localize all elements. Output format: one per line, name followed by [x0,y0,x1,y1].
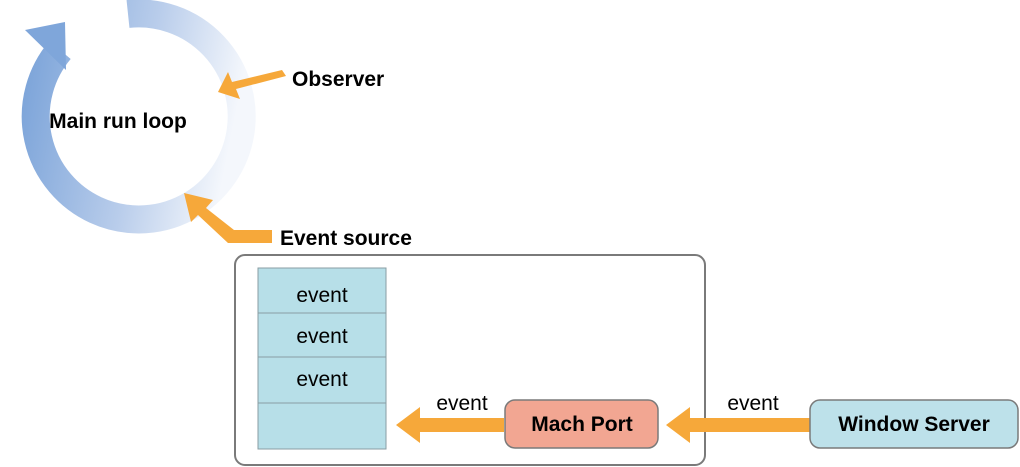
queue-slot [257,267,387,314]
run-loop-arrowhead-icon [25,22,66,70]
queue-item: event [296,368,348,391]
queue-slot [257,356,387,404]
event-source-arrow-icon [184,193,272,243]
window-server-box [809,399,1019,449]
port-to-queue-label: event [436,392,488,415]
server-to-port-label: event [727,392,779,415]
mach-port-label: Mach Port [531,413,633,436]
queue-slot [257,312,387,358]
run-loop-ring-arc [21,0,256,234]
queue-item: event [296,325,348,348]
run-loop-label: Main run loop [49,110,187,133]
mach-port-box [504,399,659,449]
port-to-queue-arrow-icon [396,407,504,443]
event-source-label: Event source [280,227,412,250]
event-queue: event event event [257,267,387,450]
queue-slot [257,402,387,450]
observer-arrow-icon [218,70,286,99]
queue-item: event [296,284,348,307]
run-loop-ring [21,0,256,234]
observer-label: Observer [292,68,384,91]
server-to-port-arrow-icon [666,407,810,443]
window-server-label: Window Server [838,413,990,436]
